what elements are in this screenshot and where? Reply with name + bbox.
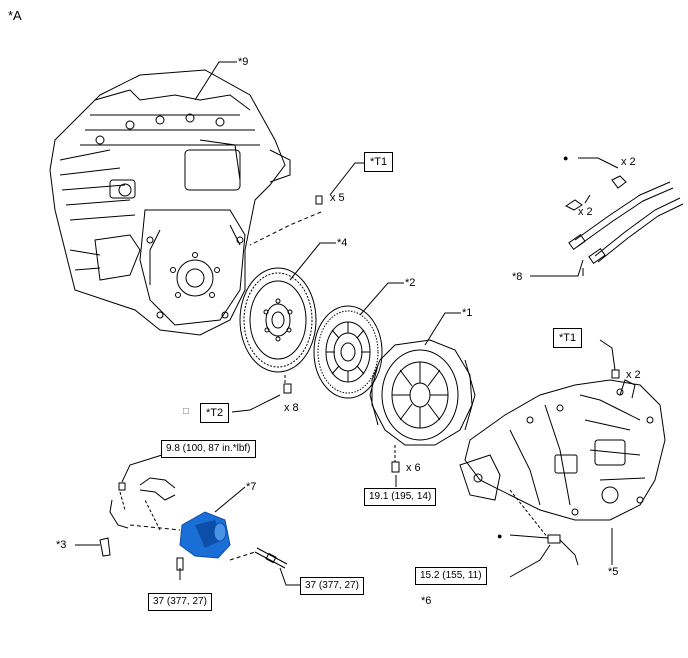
qty-x2-lower: x 2 (626, 369, 641, 381)
engine-assembly (49, 69, 291, 336)
qty-x6: x 6 (406, 462, 421, 474)
torque-box-9-8: 9.8 (100, 87 in.*lbf) (161, 440, 256, 458)
clutch-disc (313, 305, 383, 399)
tool-box-t1-lower: *T1 (553, 328, 583, 348)
torque-box-15-2: 15.2 (155, 11) (415, 567, 487, 585)
shift-cables (565, 175, 684, 264)
torque-box-19-1: 19.1 (195, 14) (364, 488, 437, 506)
callout-2: *2 (405, 277, 416, 289)
bullet-icon-lower: ● (497, 531, 503, 541)
qty-x2-upper: x 2 (621, 156, 636, 168)
qty-x8: x 8 (284, 402, 299, 414)
clutch-cover (369, 339, 476, 446)
square-icon: □ (183, 406, 190, 417)
tool-box-t2: *T2 (200, 403, 230, 423)
leader-lines (75, 61, 619, 586)
qty-x2-cable: x 2 (578, 206, 593, 218)
callout-8: *8 (512, 271, 523, 283)
callout-9: *9 (238, 56, 249, 68)
tool-box-t1-upper: *T1 (364, 152, 394, 172)
transmission (459, 379, 666, 521)
torque-box-37-right: 37 (377, 27) (300, 577, 364, 595)
callout-7: *7 (246, 481, 257, 493)
bullet-icon-upper: ● (563, 153, 569, 163)
qty-x5: x 5 (330, 192, 345, 204)
callout-5: *5 (608, 566, 619, 578)
callout-1: *1 (462, 307, 473, 319)
torque-box-37-left: 37 (377, 27) (148, 593, 212, 611)
callout-4: *4 (337, 237, 348, 249)
small-parts (99, 195, 620, 571)
diagram-title: *A (8, 8, 22, 23)
callout-6: *6 (421, 595, 432, 607)
flywheel (239, 267, 317, 373)
clutch-release-cylinder (179, 511, 231, 559)
callout-3: *3 (56, 539, 67, 551)
